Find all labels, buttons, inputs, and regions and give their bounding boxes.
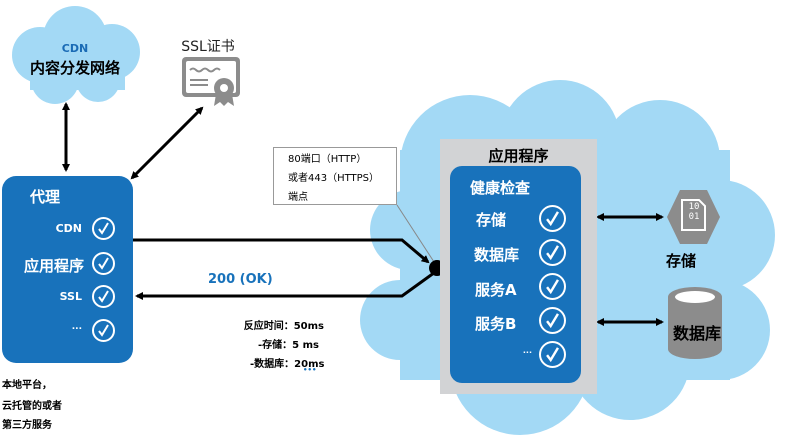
response-time-database: -数据库：20ms — [250, 359, 325, 370]
callout-line: 端点 — [288, 192, 308, 203]
cdn-cloud — [12, 6, 140, 104]
response-time-storage: -存储：5 ms — [258, 340, 319, 351]
callout-leader — [396, 204, 437, 266]
proxy-item-label: 应用程序 — [23, 257, 84, 275]
check-icon — [92, 285, 115, 308]
storage-label: 存储 — [666, 252, 697, 270]
database-cylinder-icon — [668, 287, 722, 359]
check-icon — [539, 239, 566, 266]
binary-glyph-bottom: 01 — [688, 212, 700, 222]
callout-line: 80端口（HTTP） — [288, 154, 367, 165]
app-title: 应用程序 — [488, 147, 549, 165]
check-icon — [539, 307, 566, 334]
cdn-name: 内容分发网络 — [29, 59, 120, 77]
proxy-title: 代理 — [30, 188, 61, 206]
health-item-label: 数据库 — [474, 246, 520, 264]
check-icon — [539, 341, 566, 368]
proxy-item-label: SSL — [59, 290, 82, 303]
proxy-footnote-line: 第三方服务 — [2, 420, 52, 431]
check-icon — [92, 217, 115, 240]
ssl-proxy-arrow — [130, 106, 204, 180]
proxy-item-label: CDN — [55, 222, 82, 235]
more-dots: ••• — [303, 366, 317, 374]
health-check-title: 健康检查 — [470, 179, 531, 197]
request-arrow — [133, 238, 430, 264]
endpoint-callout: 80端口（HTTP） 或者443（HTTPS） 端点 — [273, 147, 397, 205]
health-item-label: 存储 — [476, 211, 507, 229]
ssl-cert-label: SSL证书 — [181, 39, 235, 55]
check-icon — [92, 319, 115, 342]
check-icon — [539, 273, 566, 300]
binary-file-icon — [667, 190, 720, 244]
callout-line: 或者443（HTTPS） — [288, 173, 380, 184]
response-arrow — [135, 268, 439, 300]
response-time-total: 反应时间：50ms — [243, 321, 324, 332]
health-item-label: ... — [522, 346, 532, 355]
health-item-label: 服务B — [475, 315, 517, 333]
proxy-footnote-line: 本地平台， — [2, 380, 52, 391]
certificate-icon — [182, 57, 240, 106]
binary-glyph-top: 10 — [688, 202, 700, 212]
health-item-label: 服务A — [475, 281, 517, 299]
check-icon — [539, 205, 566, 232]
response-status: 200 (OK) — [208, 272, 273, 287]
cdn-abbr: CDN — [61, 42, 89, 55]
check-icon — [92, 252, 115, 275]
proxy-footnote-line: 云托管的或者 — [2, 401, 62, 412]
binary-glyph: 10 01 — [684, 202, 704, 222]
database-label: 数据库 — [672, 324, 721, 343]
proxy-item-label: ... — [71, 322, 82, 332]
